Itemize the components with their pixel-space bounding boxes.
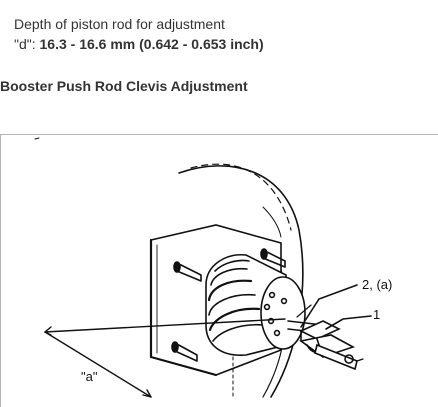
callout-1-leader bbox=[325, 315, 372, 330]
booster-cylinder bbox=[205, 254, 306, 356]
spec-value: 16.3 - 16.6 mm (0.642 - 0.653 inch) bbox=[39, 36, 264, 52]
spec-label: "d": bbox=[14, 36, 40, 52]
callout-1-label: 1 bbox=[373, 307, 380, 322]
booster-diagram: 2, (a) 1 "a" bbox=[0, 134, 438, 407]
stud-bolts bbox=[171, 248, 286, 362]
spec-description: Depth of piston rod for adjustment bbox=[14, 16, 225, 32]
spec-value-line: "d": 16.3 - 16.6 mm (0.642 - 0.653 inch) bbox=[14, 34, 264, 54]
push-rod-clevis bbox=[287, 304, 364, 371]
booster-shell-outline bbox=[178, 165, 304, 398]
dimension-a-label: "a" bbox=[81, 369, 98, 384]
spec-block: Depth of piston rod for adjustment "d": … bbox=[14, 14, 264, 54]
callout-2-leader bbox=[300, 284, 358, 328]
section-heading: Booster Push Rod Clevis Adjustment bbox=[0, 78, 248, 94]
callout-2-label: 2, (a) bbox=[362, 277, 392, 292]
booster-illustration: 2, (a) 1 "a" bbox=[34, 137, 392, 398]
dimension-a bbox=[44, 318, 286, 398]
